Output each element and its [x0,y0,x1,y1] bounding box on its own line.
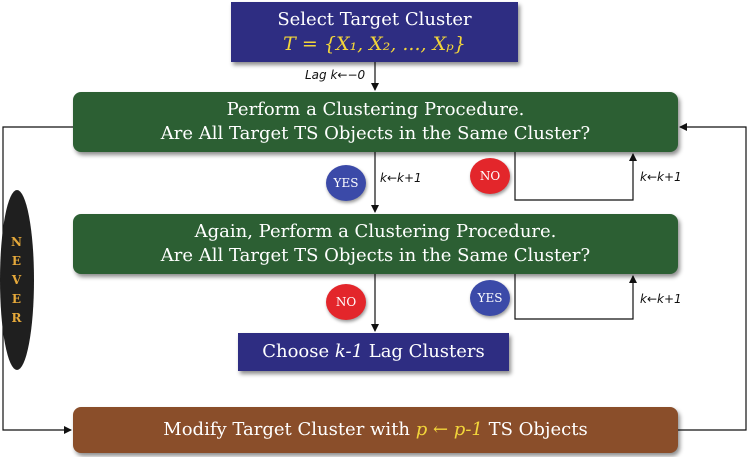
return-modify-to-step1 [678,123,747,431]
select-target-cluster-box: Select Target Cluster T = {X₁, X₂, ..., … [231,2,518,62]
clustering-step-1-box: Perform a Clustering Procedure. Are All … [73,92,678,152]
loop-no-step1 [514,152,637,201]
modify-prefix: Modify Target Cluster with [163,419,416,440]
choose-prefix: Choose [262,341,335,362]
formula-suffix: } [453,33,466,55]
yes-badge-1: YES [326,165,366,201]
formula-items: X₁, X₂, ..., Xₚ [335,33,454,55]
loop-yes-step2 [514,274,637,320]
never-oval: N E V E R [0,190,34,370]
step2-line1: Again, Perform a Clustering Procedure. [194,221,557,242]
step1-line1: Perform a Clustering Procedure. [226,99,525,120]
step2-line2: Are All Target TS Objects in the Same Cl… [160,245,591,266]
modify-suffix: TS Objects [482,419,588,440]
target-formula: T = {X₁, X₂, ..., Xₚ} [283,32,466,56]
select-title: Select Target Cluster [277,9,472,30]
yes-badge-2: YES [470,280,510,316]
increment-label-a: k←k+1 [380,171,422,185]
no-badge-2: NO [326,284,366,320]
increment-label-b: k←k+1 [640,170,682,184]
never-letter: E [11,291,23,306]
never-letter: N [11,234,23,249]
never-letter: R [11,310,23,325]
step1-line2: Are All Target TS Objects in the Same Cl… [160,123,591,144]
increment-label-c: k←k+1 [640,292,682,306]
choose-var: k-1 [334,341,364,362]
formula-prefix: T = { [283,33,336,55]
never-letter: E [11,253,23,268]
modify-var: p ← p-1 [415,419,483,440]
clustering-step-2-box: Again, Perform a Clustering Procedure. A… [73,214,678,274]
choose-text: Choose k-1 Lag Clusters [262,340,485,364]
never-letter: V [11,272,23,287]
modify-target-cluster-box: Modify Target Cluster with p ← p-1 TS Ob… [73,407,678,453]
lag-init-label: Lag k←−0 [305,68,366,82]
choose-suffix: Lag Clusters [363,341,485,362]
choose-lag-clusters-box: Choose k-1 Lag Clusters [238,333,509,371]
no-badge-1: NO [470,158,510,194]
modify-text: Modify Target Cluster with p ← p-1 TS Ob… [163,418,587,442]
